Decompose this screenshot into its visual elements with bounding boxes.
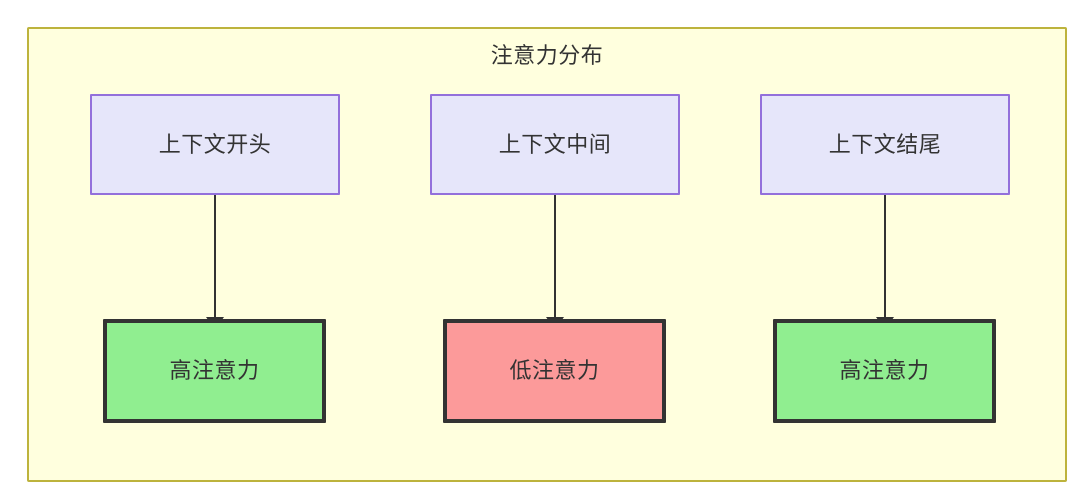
node-attention-low-middle-label: 低注意力 (509, 358, 600, 383)
node-attention-high-end-label: 高注意力 (839, 358, 930, 383)
edge-context-start-to-high (214, 195, 216, 320)
node-context-start[interactable]: 上下文开头 (90, 94, 340, 195)
node-context-end-label: 上下文结尾 (828, 131, 942, 157)
node-attention-low-middle[interactable]: 低注意力 (443, 319, 666, 423)
node-context-middle-label: 上下文中间 (498, 131, 612, 157)
node-attention-high-start-label: 高注意力 (169, 358, 260, 383)
node-context-middle[interactable]: 上下文中间 (430, 94, 680, 195)
edge-context-middle-to-low (554, 195, 556, 320)
node-attention-high-end[interactable]: 高注意力 (773, 319, 996, 423)
node-context-start-label: 上下文开头 (158, 131, 272, 157)
subgraph-attention-distribution: 注意力分布 上下文开头 上下文中间 上下文结尾 高注意力 低注意力 高注意力 (27, 27, 1067, 482)
node-attention-high-start[interactable]: 高注意力 (103, 319, 326, 423)
edge-context-end-to-high (884, 195, 886, 320)
subgraph-title: 注意力分布 (490, 43, 604, 68)
node-context-end[interactable]: 上下文结尾 (760, 94, 1010, 195)
